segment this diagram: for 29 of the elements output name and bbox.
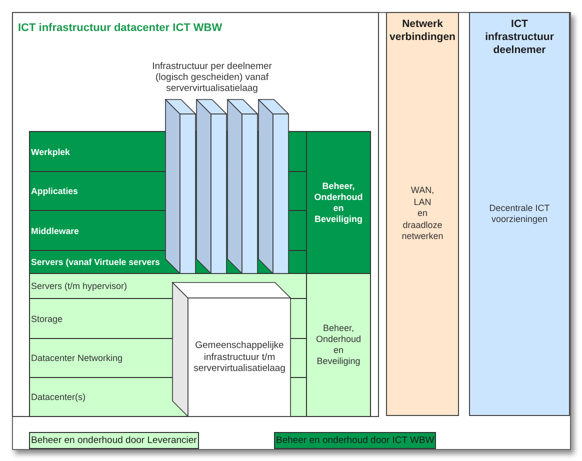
management-label: Beheer, Onderhoud en Beveiliging	[314, 180, 363, 224]
column-panel	[386, 12, 459, 416]
management-label: Beheer, Onderhoud en Beveiliging	[316, 323, 362, 367]
column-heading: ICT infrastructuur deelnemer	[485, 18, 554, 57]
layer-label: Werkplek	[31, 146, 70, 156]
layer-band	[29, 338, 172, 378]
panel-frame	[12, 12, 379, 417]
layer-label: Datacenter(s)	[31, 392, 86, 402]
annotation-text: Infrastructuur per deelnemer (logisch gescheiden) vanaf servervirtualisatielaag	[151, 61, 273, 94]
pillar-block	[196, 99, 227, 274]
pillar-block	[227, 99, 258, 274]
panel-title: ICT infrastructuur datacenter ICT WBW	[18, 22, 222, 34]
layer-label: Servers (t/m hypervisor)	[31, 281, 128, 291]
legend-label: Beheer en onderhoud door ICT WBW	[276, 435, 434, 446]
layer-label: Middleware	[31, 226, 79, 236]
legend-label: Beheer en onderhoud door Leverancier	[31, 435, 197, 446]
column-text: Decentrale ICT voorzieningen	[488, 202, 551, 226]
layer-label: Applicaties	[31, 186, 78, 196]
column-panel	[469, 12, 570, 416]
pillar-block	[165, 99, 196, 274]
column-text: WAN, LAN en draadloze netwerken	[402, 185, 444, 243]
cube-label: Gemeenschappelijke infrastructuur t/m servervirtualisatielaag	[194, 340, 286, 375]
layer-label: Storage	[31, 314, 63, 324]
layer-label: Datacenter Networking	[31, 353, 123, 363]
pillar-block	[258, 99, 289, 274]
management-band	[306, 131, 371, 274]
management-band	[306, 273, 371, 417]
column-heading: Netwerk verbindingen	[390, 18, 456, 44]
layer-label: Servers (vanaf Virtuele servers	[31, 257, 160, 267]
